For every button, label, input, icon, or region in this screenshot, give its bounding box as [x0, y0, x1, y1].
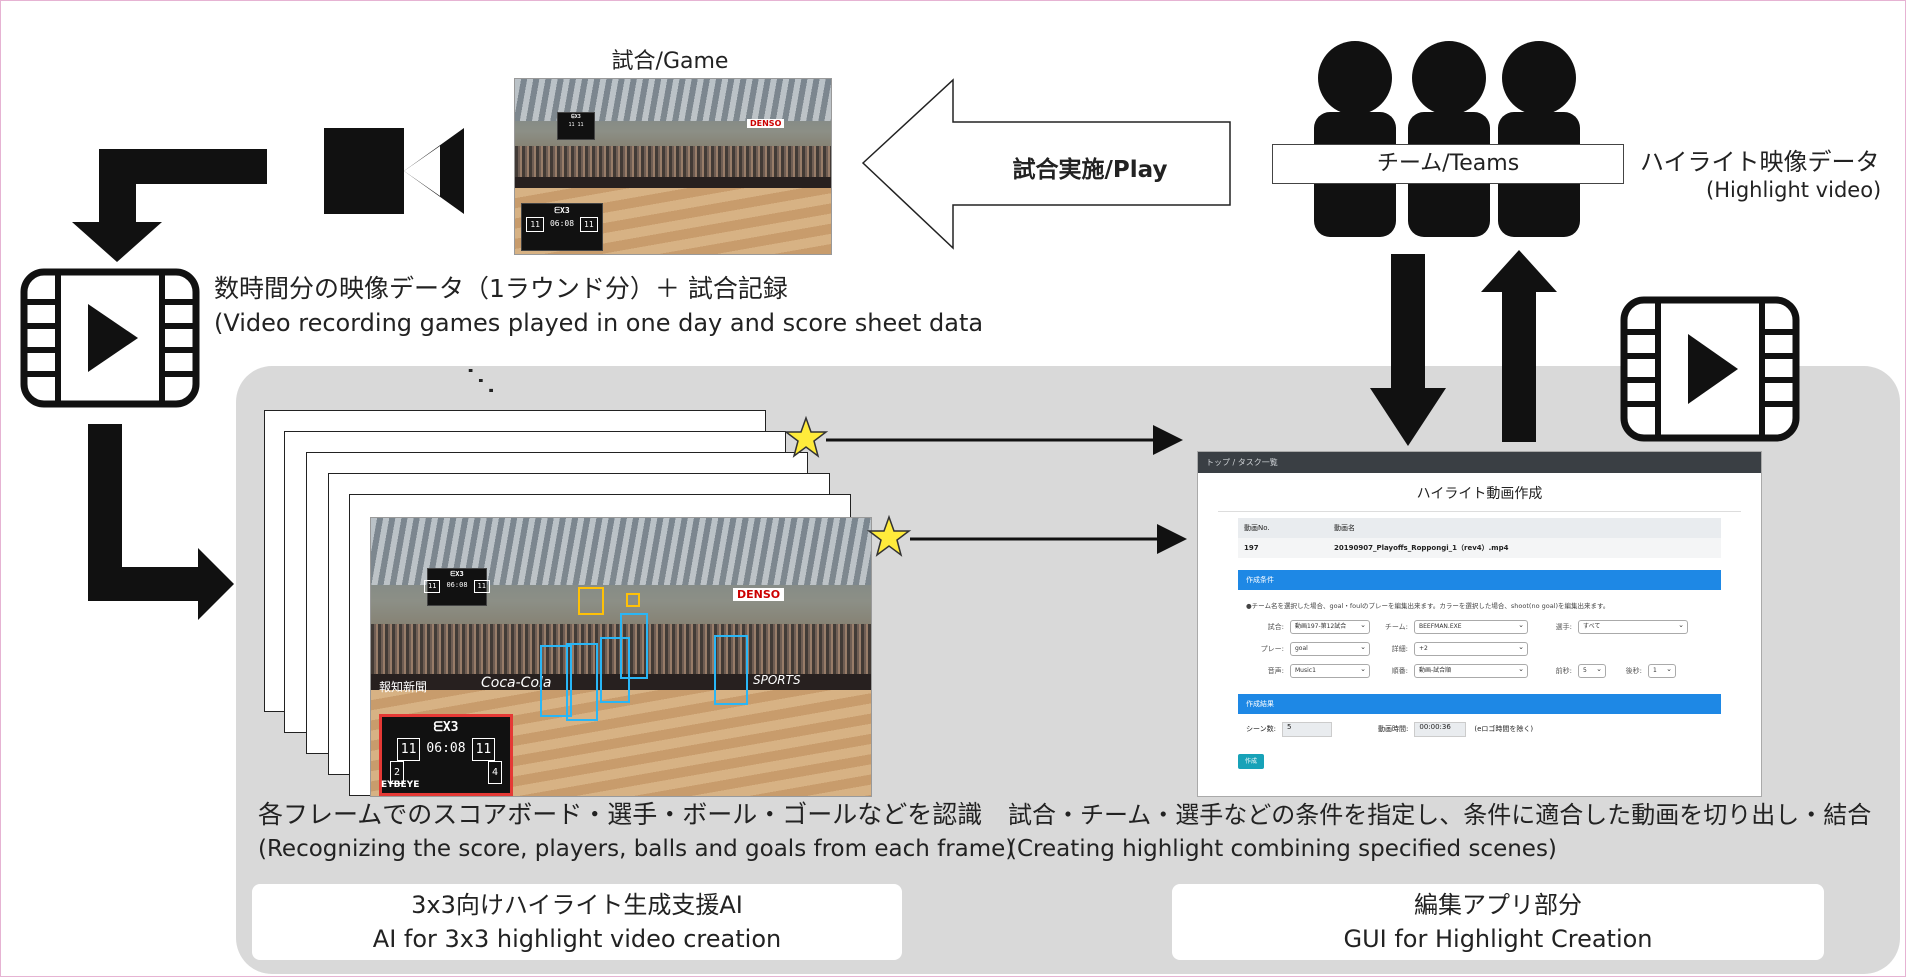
ball-detection-box	[626, 593, 640, 607]
ai-component-label-jp: 3x3向けハイライト生成支援AI	[411, 891, 743, 919]
gui-title: ハイライト動画作成	[1416, 486, 1543, 502]
elbow-arrow-down	[72, 149, 267, 262]
cola-banner-text: Coca-Cola	[481, 675, 552, 691]
field-label: 選手:	[1555, 623, 1572, 631]
field-label: チーム:	[1384, 623, 1408, 631]
gui-video-table: 動画No. 動画名 197 20190907_Playoffs_Roppongi…	[1238, 518, 1721, 558]
film-play-icon	[20, 268, 200, 408]
player-detection-box	[620, 613, 648, 679]
field-label: 順番:	[1391, 667, 1408, 675]
field-label: 後秒:	[1625, 667, 1642, 675]
audio-select[interactable]: Music1	[1290, 663, 1370, 678]
game-photo: DENSO ᗴX3 11 11 ᗴX3 11 06:08 11	[514, 78, 832, 255]
video-camera-icon	[324, 128, 464, 214]
field-label: 音声:	[1267, 667, 1284, 675]
gui-component-label-jp: 編集アプリ部分	[1414, 891, 1582, 919]
field-label: 試合:	[1267, 623, 1284, 631]
gui-results: シーン数: 5 動画時間: 00:00:36 (eロゴ時間を除く)	[1238, 714, 1721, 744]
denso-sign: DENSO	[733, 588, 785, 601]
play-select[interactable]: goal	[1290, 641, 1370, 656]
gui-results-bar: 作成結果	[1238, 694, 1721, 714]
table-cell-name: 20190907_Playoffs_Roppongi_1（rev4）.mp4	[1334, 544, 1509, 552]
post-seconds-select[interactable]: 1	[1648, 663, 1676, 678]
player-detection-box	[566, 643, 598, 721]
ai-component-box: 3x3向けハイライト生成支援AI AI for 3x3 highlight vi…	[252, 884, 902, 960]
highlight-editor-gui: トップ / タスク一覧 ハイライト動画作成 動画No. 動画名 197 2019…	[1197, 451, 1762, 797]
ai-component-label-en: AI for 3x3 highlight video creation	[372, 925, 782, 953]
detection-overlay	[540, 587, 748, 721]
eye-logo-text: EYBEYE	[381, 780, 420, 790]
field-label: 前秒:	[1555, 667, 1572, 675]
table-cell-no: 197	[1244, 544, 1259, 552]
highlight-video-label-jp: ハイライト映像データ	[1640, 148, 1880, 176]
duration-field: 00:00:36	[1414, 721, 1467, 737]
sponsor-banner-text: SPORTS	[753, 673, 801, 687]
create-button[interactable]: 作成	[1238, 754, 1264, 769]
star-icon	[866, 514, 912, 557]
scene-count-label: シーン数:	[1246, 725, 1277, 733]
team-select[interactable]: BEEFMAN.EXE	[1414, 619, 1528, 634]
teams-gui-arrows	[1370, 250, 1557, 446]
teams-people-icon	[1314, 41, 1580, 237]
table-header-no: 動画No.	[1244, 524, 1270, 532]
gui-form: 試合: 動画197-第12試合 チーム: BEEFMAN.EXE 選手: すべて…	[1238, 616, 1721, 682]
gui-component-label-en: GUI for Highlight Creation	[1343, 925, 1653, 953]
video-data-caption-en: (Video recording games played in one day…	[214, 309, 984, 337]
table-row[interactable]: 197 20190907_Playoffs_Roppongi_1（rev4）.m…	[1238, 538, 1721, 558]
recognition-caption-jp: 各フレームでのスコアボード・選手・ボール・ゴールなどを認識	[258, 800, 983, 829]
game-scoreboard: ᗴX3 11 06:08 11	[521, 203, 603, 251]
elbow-arrow-right	[88, 424, 234, 620]
recognition-caption-en: (Recognizing the score, players, balls a…	[258, 836, 1015, 862]
film-play-icon	[1620, 296, 1800, 442]
gui-conditions-bar: 作成条件	[1238, 570, 1721, 590]
editing-caption-en: (Creating highlight combining specified …	[1008, 836, 1557, 862]
player-detection-box	[714, 635, 748, 705]
gui-breadcrumb[interactable]: トップ / タスク一覧	[1198, 452, 1761, 473]
player-select[interactable]: すべて	[1578, 619, 1688, 634]
gui-component-box: 編集アプリ部分 GUI for Highlight Creation	[1172, 884, 1824, 960]
field-label: プレー:	[1260, 645, 1284, 653]
field-label: 詳細:	[1391, 645, 1408, 653]
table-header-name: 動画名	[1334, 524, 1355, 532]
goal-detection-box	[578, 587, 604, 615]
star-icon	[783, 415, 829, 458]
match-select[interactable]: 動画197-第12試合	[1290, 619, 1370, 634]
detail-select[interactable]: +2	[1414, 641, 1528, 656]
game-scoreboard-small: ᗴX3 11 11	[557, 112, 595, 140]
game-label: 試合/Game	[611, 49, 729, 74]
highlight-video-label-en: (Highlight video)	[1706, 178, 1882, 202]
teams-label: チーム/Teams	[1272, 144, 1624, 184]
player-detection-box	[600, 637, 630, 703]
play-arrow-label: 試合実施/Play	[1012, 157, 1168, 183]
duration-label: 動画時間:	[1378, 725, 1409, 733]
order-select[interactable]: 動画-試合順	[1414, 663, 1528, 678]
pre-seconds-select[interactable]: 5	[1578, 663, 1606, 678]
gui-note: ●チーム名を選択した場合、goal・foulのプレーを編集出来ます。カラーを選択…	[1246, 602, 1610, 610]
detected-scoreboard: ᗴX3 11 06:08 11 2 4	[379, 714, 513, 796]
scene-count-field: 5	[1282, 721, 1333, 737]
player-detection-box	[540, 645, 572, 717]
newspaper-banner-text: 報知新聞	[379, 680, 428, 694]
duration-note: (eロゴ時間を除く)	[1474, 725, 1534, 733]
editing-caption-jp: 試合・チーム・選手などの条件を指定し、条件に適合した動画を切り出し・結合	[1008, 801, 1872, 829]
video-data-caption-jp: 数時間分の映像データ（1ラウンド分）＋ 試合記録	[214, 274, 788, 303]
denso-sign: DENSO	[747, 119, 785, 128]
